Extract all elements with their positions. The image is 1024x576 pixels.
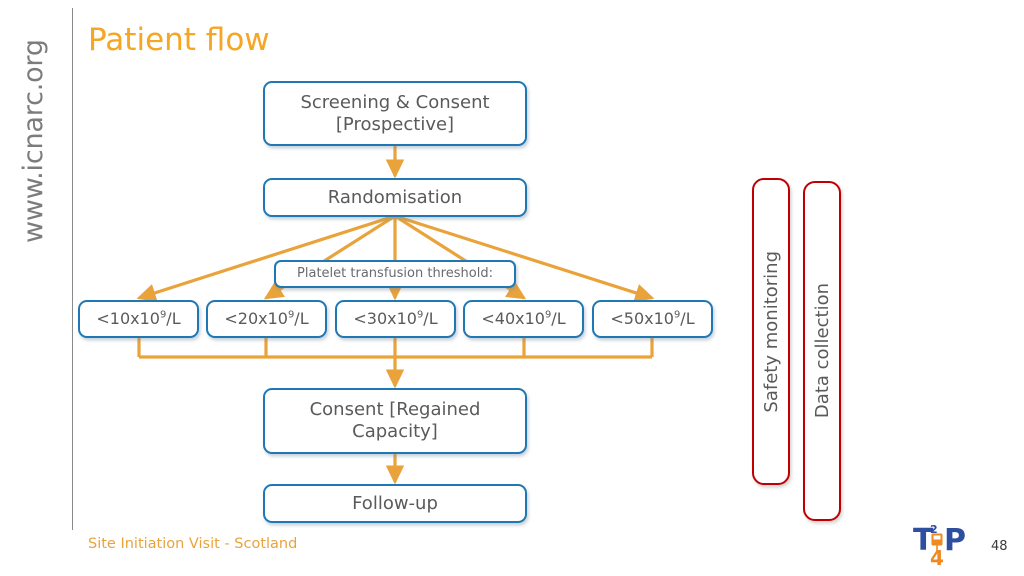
- flow-box-randomisation-label: Randomisation: [327, 186, 463, 208]
- flow-box-consent[interactable]: Consent [Regained Capacity]: [263, 388, 527, 454]
- flow-box-threshold-label[interactable]: Platelet transfusion threshold:: [274, 260, 516, 288]
- flow-box-consent-line1: Consent [Regained: [309, 399, 481, 421]
- sidebar-divider: [72, 8, 73, 530]
- flow-box-screening[interactable]: Screening & Consent [Prospective]: [263, 81, 527, 146]
- side-panel-safety-monitoring-label: Safety monitoring: [760, 250, 782, 413]
- flow-box-followup[interactable]: Follow-up: [263, 484, 527, 523]
- flow-box-arm-10[interactable]: <10x109/L: [78, 300, 199, 338]
- flow-box-randomisation[interactable]: Randomisation: [263, 178, 527, 217]
- flow-box-arm-40[interactable]: <40x109/L: [463, 300, 584, 338]
- flow-box-followup-label: Follow-up: [352, 492, 438, 514]
- flow-box-arm-30[interactable]: <30x109/L: [335, 300, 456, 338]
- arm-50-label: <50x109/L: [610, 309, 695, 329]
- flow-box-arm-20[interactable]: <20x109/L: [206, 300, 327, 338]
- arm-20-label: <20x109/L: [224, 309, 309, 329]
- logo-digit-4: 4: [930, 546, 944, 568]
- flow-box-consent-line2: Capacity]: [352, 421, 438, 442]
- page-number: 48: [991, 539, 1008, 554]
- footer-text: Site Initiation Visit - Scotland: [88, 536, 298, 552]
- logo-sup-2: 2: [930, 523, 938, 536]
- arm-30-label: <30x109/L: [353, 309, 438, 329]
- arm-40-label: <40x109/L: [481, 309, 566, 329]
- side-panel-data-collection[interactable]: Data collection: [803, 181, 841, 521]
- flow-box-screening-line2: [Prospective]: [335, 113, 455, 135]
- arm-10-label: <10x109/L: [96, 309, 181, 329]
- side-panel-safety-monitoring[interactable]: Safety monitoring: [752, 178, 790, 485]
- brand-logo: T 2 P 4: [913, 523, 966, 568]
- logo-letter-p: P: [944, 523, 966, 558]
- logo-letter-t: T: [913, 523, 934, 558]
- flow-box-screening-line1: Screening & Consent: [300, 91, 490, 113]
- page-title: Patient flow: [88, 22, 270, 58]
- side-panel-data-collection-label: Data collection: [811, 283, 833, 419]
- flow-box-arm-50[interactable]: <50x109/L: [592, 300, 713, 338]
- threshold-label-text: Platelet transfusion threshold:: [297, 266, 493, 282]
